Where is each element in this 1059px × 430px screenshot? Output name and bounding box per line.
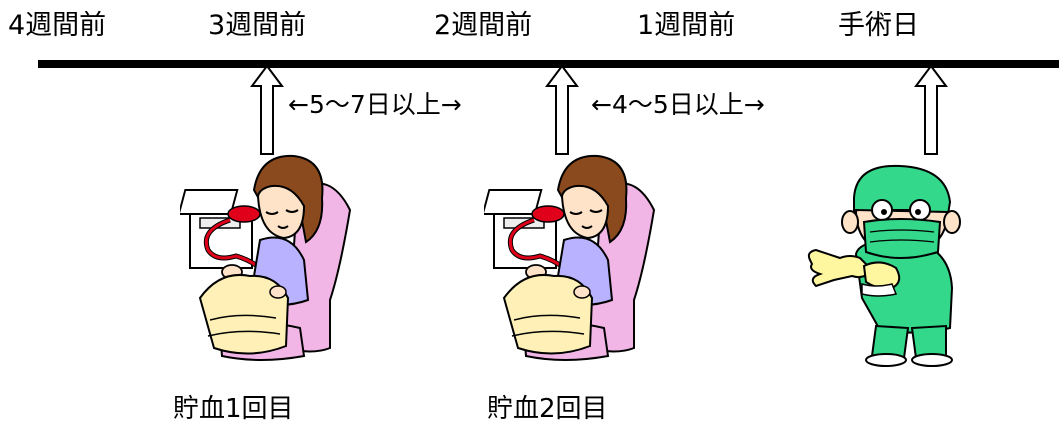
blood-bag-machine — [484, 189, 566, 270]
blood-bag-machine — [180, 189, 262, 270]
up-arrow-icon — [545, 64, 579, 155]
week-label-4: 4週間前 — [8, 10, 107, 41]
surgery-day-label: 手術日 — [838, 10, 919, 41]
blood-donation-2-label: 貯血2回目 — [487, 394, 608, 424]
up-arrow-icon — [914, 64, 948, 155]
week-label-2: 2週間前 — [434, 10, 533, 41]
blood-donor-illustration-2 — [484, 154, 656, 361]
week-label-3: 3週間前 — [208, 10, 307, 41]
week-label-1: 1週間前 — [637, 10, 736, 41]
surgeon-illustration — [807, 164, 961, 367]
blood-donor-illustration-1 — [180, 154, 352, 361]
timeline-bar — [38, 60, 1059, 68]
blood-donation-1-label: 貯血1回目 — [173, 394, 294, 424]
interval-label-2: ←4～5日以上→ — [591, 90, 765, 119]
interval-label-1: ←5～7日以上→ — [288, 90, 462, 119]
up-arrow-icon — [250, 64, 284, 155]
